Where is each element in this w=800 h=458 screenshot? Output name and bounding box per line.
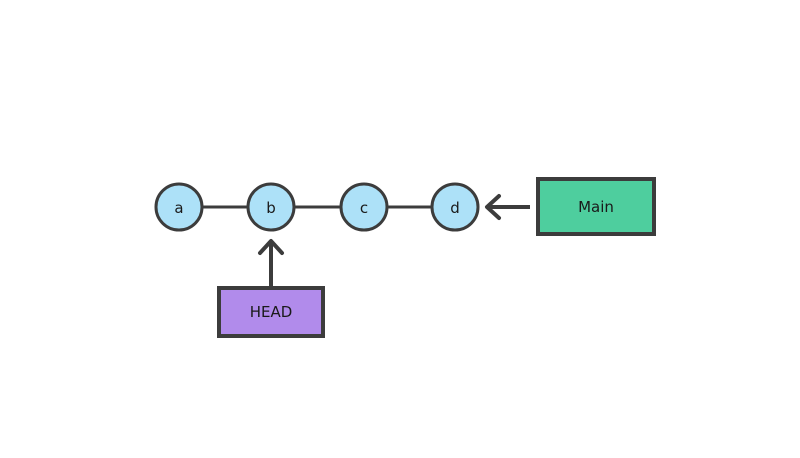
commit-circle-c (339, 182, 389, 232)
commit-node-a[interactable]: a (154, 182, 204, 232)
commit-node-b[interactable]: b (246, 182, 296, 232)
commit-label-a: a (174, 199, 183, 217)
commit-node-c[interactable]: c (339, 182, 389, 232)
commit-node-d[interactable]: d (430, 182, 480, 232)
pointer-main-arrowhead (485, 194, 501, 220)
commit-label-c: c (360, 199, 368, 217)
commit-circle-a (154, 182, 204, 232)
main-branch-rect (536, 177, 656, 236)
pointer-main-to-d (485, 194, 530, 220)
main-branch-label: Main (578, 198, 614, 216)
commit-label-b: b (266, 199, 276, 217)
ref-box-head[interactable]: HEAD (217, 286, 325, 338)
head-ref-label: HEAD (250, 303, 293, 321)
pointer-head-to-b (258, 239, 284, 286)
commit-circle-b (246, 182, 296, 232)
commit-label-d: d (450, 199, 460, 217)
commit-circle-d (430, 182, 480, 232)
ref-box-main[interactable]: Main (536, 177, 656, 236)
head-ref-rect (217, 286, 325, 338)
pointer-head-arrowhead (258, 239, 284, 255)
